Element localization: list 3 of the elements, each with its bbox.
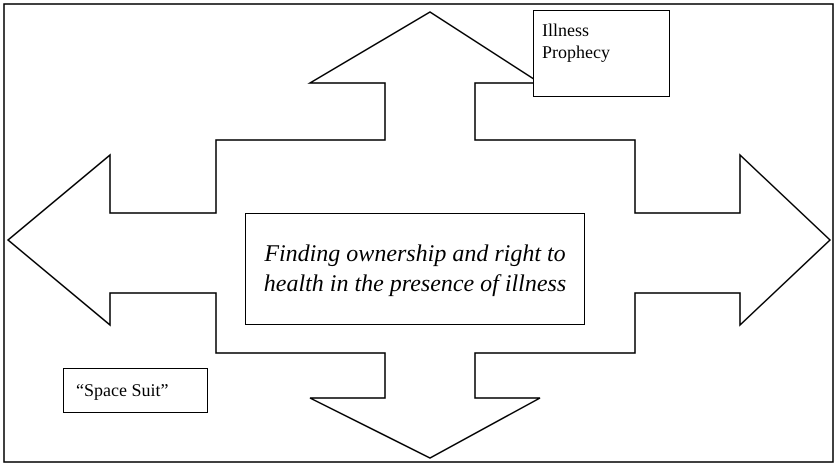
label-box: Illness Prophecy (533, 10, 670, 97)
label-box: “Space Suit” (63, 368, 208, 413)
center-box: Finding ownership and right to health in the presence of illness (245, 213, 585, 325)
